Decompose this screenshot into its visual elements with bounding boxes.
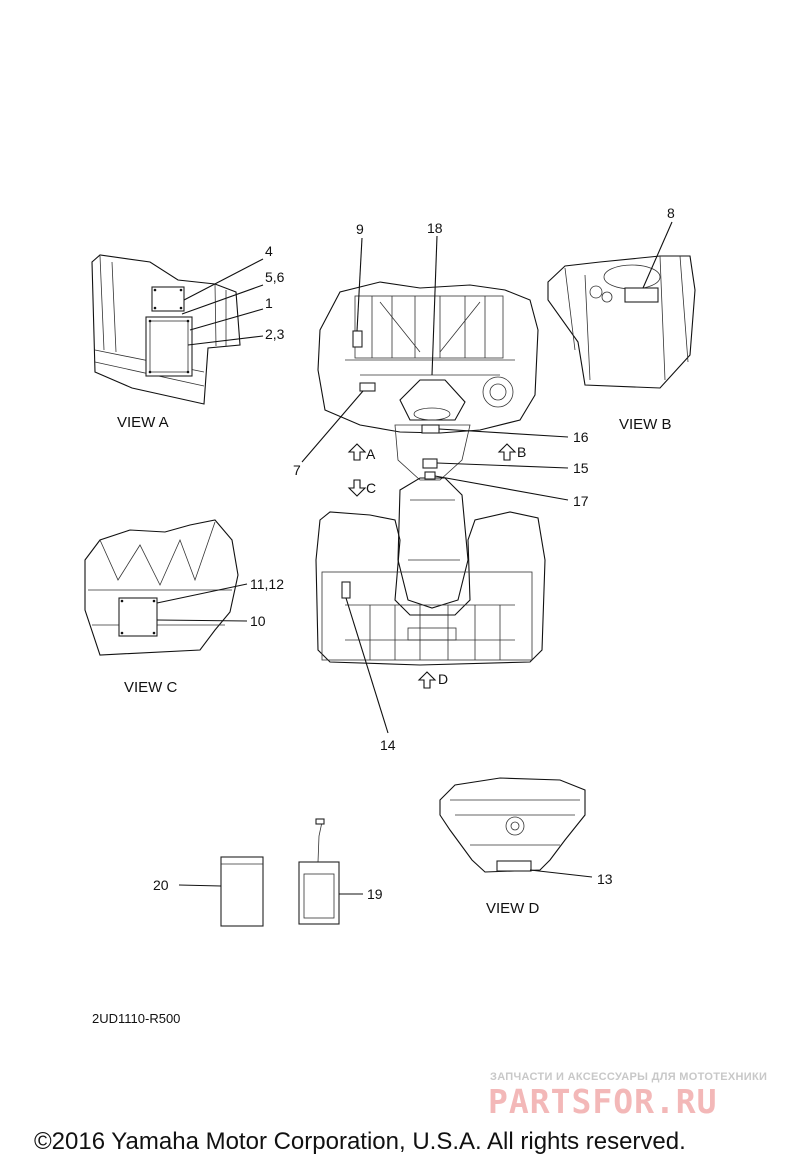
arrow-letter-b: B (517, 444, 526, 460)
view-a-drawing (91, 254, 264, 405)
watermark-brand: PARTSFOR.RU (488, 1082, 718, 1121)
label-8 (624, 287, 659, 303)
item-20-booklet (178, 856, 264, 927)
callout-15: 15 (573, 460, 589, 476)
callout-4: 4 (265, 243, 273, 259)
watermark-tagline: ЗАПЧАСТИ И АКСЕССУАРЫ ДЛЯ МОТОТЕХНИКИ (490, 1071, 768, 1083)
arrow-letter-a: A (366, 446, 376, 462)
label-9 (352, 330, 363, 348)
callout-7: 7 (293, 462, 301, 478)
callout-18: 18 (427, 220, 443, 236)
callout-14: 14 (380, 737, 396, 753)
view-c-drawing (84, 519, 248, 656)
callout-9: 9 (356, 221, 364, 237)
callout-1: 1 (265, 295, 273, 311)
view-b-drawing (547, 221, 696, 389)
view-d-arrow-icon (417, 671, 437, 689)
view-c-caption: VIEW C (124, 679, 178, 696)
callout-8: 8 (667, 205, 675, 221)
label-14 (341, 581, 351, 599)
view-b-arrow-icon (497, 443, 517, 461)
callout-20: 20 (153, 877, 169, 893)
view-a-caption: VIEW A (117, 414, 169, 431)
callout-16: 16 (573, 429, 589, 445)
arrow-letter-d: D (438, 671, 448, 687)
arrow-letter-c: C (366, 480, 376, 496)
label-4 (151, 286, 185, 312)
view-b-caption: VIEW B (619, 416, 672, 433)
view-d-drawing (439, 777, 593, 878)
view-a-arrow-icon (347, 443, 367, 461)
view-d-caption: VIEW D (486, 900, 540, 917)
callout-17: 17 (573, 493, 589, 509)
callout-19: 19 (367, 886, 383, 902)
label-17 (424, 471, 436, 480)
callout-2-3: 2,3 (265, 326, 285, 342)
label-1 (145, 316, 193, 377)
callout-10: 10 (250, 613, 266, 629)
diagram-code: 2UD1110-R500 (92, 1011, 181, 1026)
callout-13: 13 (597, 871, 613, 887)
label-16 (421, 424, 440, 434)
item-19-hang-tag (298, 818, 363, 925)
copyright-notice: ©2016 Yamaha Motor Corporation, U.S.A. A… (34, 1128, 686, 1155)
label-15 (422, 458, 438, 469)
label-10 (118, 597, 158, 637)
callout-5-6: 5,6 (265, 269, 285, 285)
view-c-arrow-icon (347, 479, 367, 497)
label-13 (496, 860, 532, 872)
atv-top-view (301, 235, 569, 734)
label-7 (359, 382, 376, 392)
callout-11-12: 11,12 (250, 576, 284, 592)
